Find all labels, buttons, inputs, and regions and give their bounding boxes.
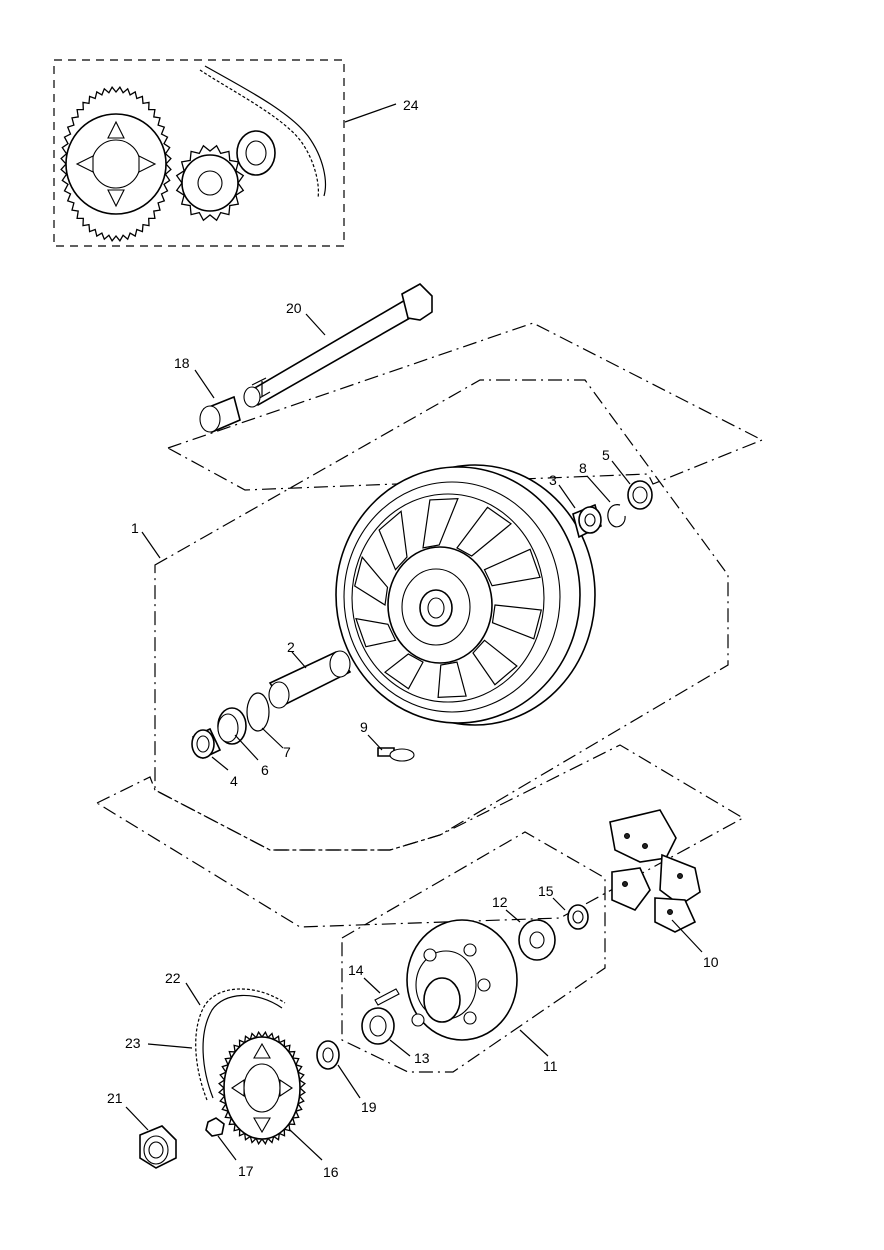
kit-front-sprocket: [175, 144, 245, 222]
bearing-6: [217, 707, 247, 745]
callout-19: 19: [361, 1099, 377, 1115]
rear-sprocket-16: [218, 1030, 306, 1146]
seal-13: [361, 1007, 395, 1045]
callout-24: 24: [403, 97, 419, 113]
axle-spacer: [199, 395, 241, 434]
valve-9: [377, 747, 415, 762]
bearing-4: [191, 727, 222, 760]
callout-1: 1: [131, 520, 139, 536]
callout-13: 13: [414, 1050, 430, 1066]
spacer-19: [316, 1040, 340, 1070]
seal-5: [627, 480, 653, 510]
callout-4: 4: [230, 773, 238, 789]
callout-7: 7: [283, 744, 291, 760]
callout-15: 15: [538, 883, 554, 899]
callout-21: 21: [107, 1090, 123, 1106]
callout-16: 16: [323, 1164, 339, 1180]
callout-5: 5: [602, 447, 610, 463]
hub-group-box: [341, 831, 606, 1073]
callout-10: 10: [703, 954, 719, 970]
chain-22: [195, 988, 286, 1101]
chain-sprocket-kit-box: [53, 59, 345, 247]
callout-8: 8: [579, 460, 587, 476]
circlip-8: [607, 504, 626, 528]
callout-14: 14: [348, 962, 364, 978]
rear-wheel: [335, 464, 596, 726]
seal-15: [567, 904, 589, 930]
spacer-tube-2: [268, 650, 352, 709]
sprocket-carrier-11: [406, 919, 518, 1041]
kit-rear-sprocket: [60, 86, 172, 242]
callout-12: 12: [492, 894, 508, 910]
bearing-3: [572, 503, 602, 539]
axle: [243, 283, 433, 408]
callout-18: 18: [174, 355, 190, 371]
kit-chain: [199, 65, 327, 199]
kit-washer: [236, 130, 276, 176]
callout-17: 17: [238, 1163, 254, 1179]
dowel-14: [374, 988, 400, 1006]
callout-11: 11: [543, 1058, 558, 1074]
leader-lines: [125, 103, 703, 1161]
callout-3: 3: [549, 472, 557, 488]
axle-nut-21: [139, 1125, 177, 1169]
o-ring-7: [246, 692, 270, 732]
callout-9: 9: [360, 719, 368, 735]
axle-group-box: [166, 322, 764, 491]
callout-6: 6: [261, 762, 269, 778]
callout-20: 20: [286, 300, 302, 316]
callout-2: 2: [287, 639, 295, 655]
callout-22: 22: [165, 970, 181, 986]
callout-labels: 24 20 18 1 3 8 5 2 9 7 6 4 10 15 12 14 1…: [107, 97, 719, 1180]
cush-rubbers: [609, 809, 701, 933]
callout-23: 23: [125, 1035, 141, 1051]
bearing-12: [518, 919, 556, 961]
nut-17: [205, 1117, 225, 1137]
